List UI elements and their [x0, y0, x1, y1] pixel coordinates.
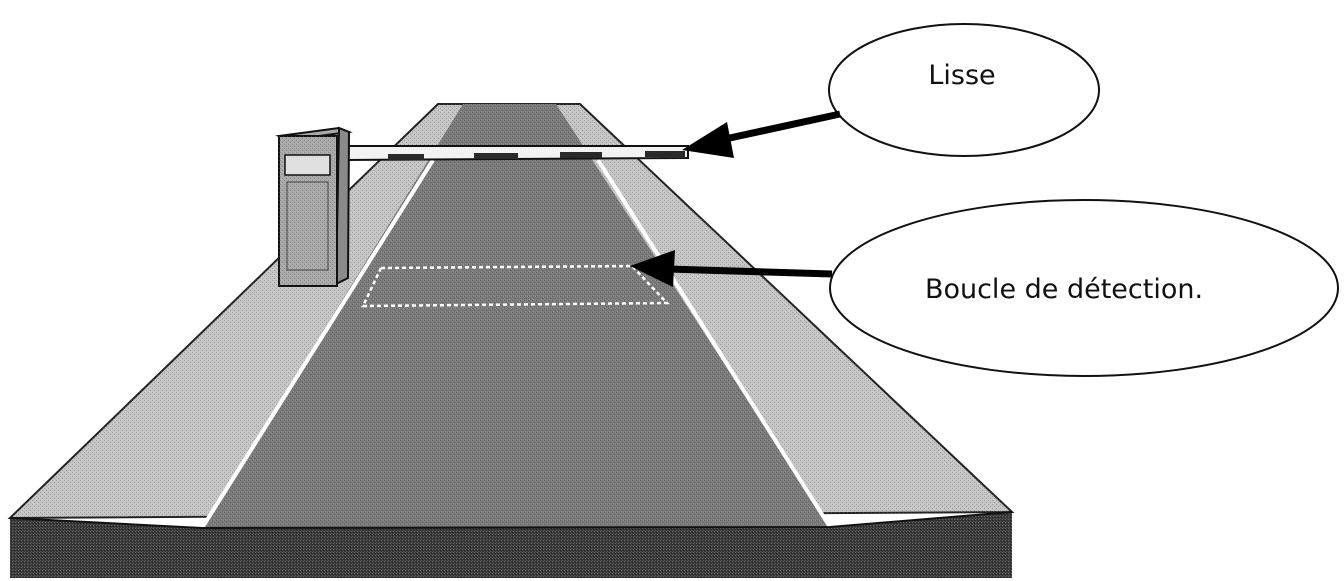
callout-lisse: Lisse	[682, 23, 1100, 158]
road-scene	[7, 103, 1015, 578]
barrier-cabinet	[275, 126, 353, 287]
arrow-lisse	[682, 110, 841, 158]
barrier-arm	[344, 145, 689, 162]
road-edge-line-left	[200, 158, 435, 530]
road-edge-line-right	[596, 158, 832, 529]
callout-ellipse-lisse	[828, 23, 1100, 157]
arrow-boucle	[630, 250, 833, 287]
callout-ellipse-boucle	[829, 199, 1339, 377]
callout-label-lisse: Lisse	[928, 60, 995, 91]
callout-label-boucle: Boucle de détection.	[925, 274, 1203, 305]
callout-boucle: Boucle de détection.	[630, 199, 1339, 377]
detection-loop	[361, 264, 670, 308]
